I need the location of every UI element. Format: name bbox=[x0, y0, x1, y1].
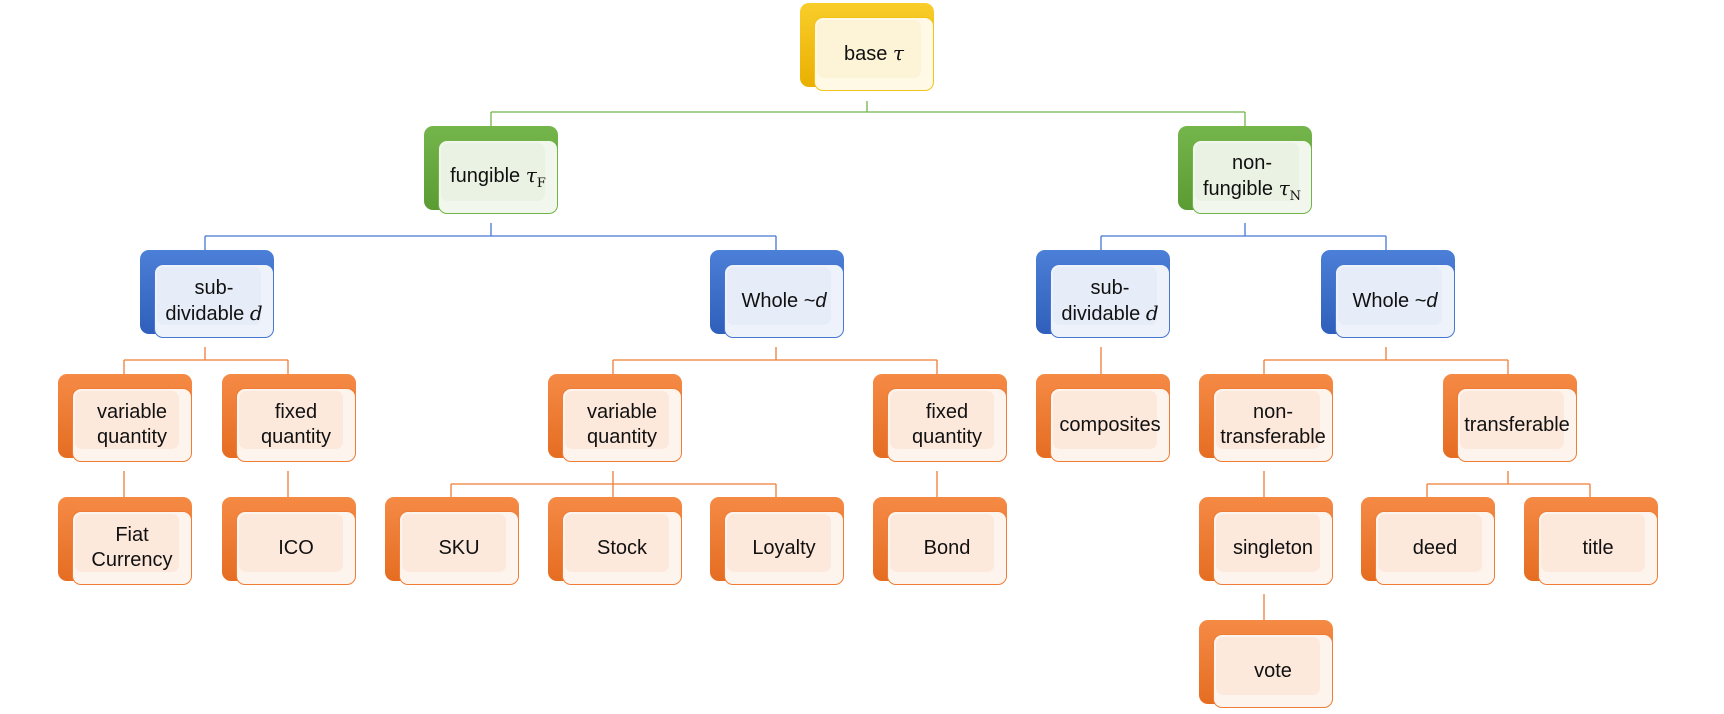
node-nonfungible-whole: Whole ~d bbox=[1321, 250, 1457, 340]
connector-fungible bbox=[204, 223, 777, 250]
node-fungible-subdividable: sub-dividable d bbox=[140, 250, 276, 340]
node-nonfungible-subdividable: sub-dividable d bbox=[1036, 250, 1172, 340]
node-f-sub-fixed-quantity: fixed quantity bbox=[222, 374, 358, 464]
node-transferable: transferable bbox=[1443, 374, 1579, 464]
connector-non-fungible bbox=[1100, 223, 1387, 250]
node-loyalty: Loyalty bbox=[710, 497, 846, 587]
node-fungible-whole: Whole ~d bbox=[710, 250, 846, 340]
connector-transferable-children bbox=[1426, 471, 1591, 497]
node-vote: vote bbox=[1199, 620, 1335, 710]
node-stock: Stock bbox=[548, 497, 684, 587]
connector-n-whole bbox=[1263, 347, 1509, 374]
node-fiat-currency: Fiat Currency bbox=[58, 497, 194, 587]
node-f-whole-variable-quantity: variable quantity bbox=[548, 374, 684, 464]
node-deed: deed bbox=[1361, 497, 1497, 587]
node-non-fungible: non-fungible τN bbox=[1178, 126, 1314, 216]
node-base: base τ bbox=[800, 3, 936, 93]
node-f-sub-variable-quantity: variable quantity bbox=[58, 374, 194, 464]
node-ico: ICO bbox=[222, 497, 358, 587]
connector-variable-children bbox=[450, 471, 777, 497]
node-sku: SKU bbox=[385, 497, 521, 587]
node-fungible: fungible τF bbox=[424, 126, 560, 216]
node-title: title bbox=[1524, 497, 1660, 587]
node-f-whole-fixed-quantity: fixed quantity bbox=[873, 374, 1009, 464]
node-bond: Bond bbox=[873, 497, 1009, 587]
node-singleton: singleton bbox=[1199, 497, 1335, 587]
node-composites: composites bbox=[1036, 374, 1172, 464]
connector-f-subdividable bbox=[123, 347, 289, 374]
connector-f-whole bbox=[612, 347, 938, 374]
connector-base bbox=[490, 101, 1246, 126]
node-non-transferable: non-transferable bbox=[1199, 374, 1335, 464]
